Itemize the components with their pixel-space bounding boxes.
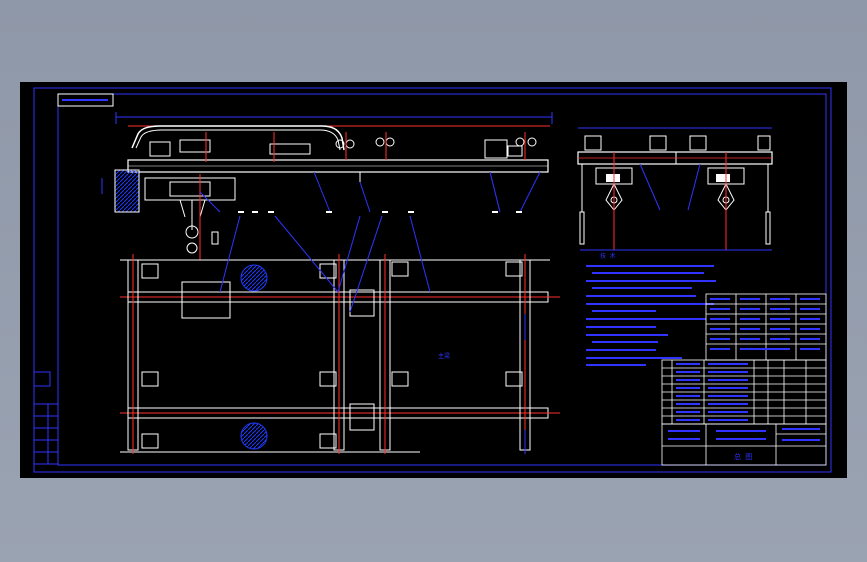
plan-lower-beam <box>120 407 560 453</box>
parts-list-table <box>661 359 827 425</box>
plan-upper-beam <box>120 259 560 319</box>
title-block-name: 总 图 <box>734 452 752 461</box>
plan-view: 主梁 <box>120 215 560 454</box>
outer-frame <box>33 87 832 473</box>
hoist-block <box>114 169 140 213</box>
left-margin-table <box>33 371 59 465</box>
title-block <box>661 423 827 466</box>
spec-table <box>705 293 827 361</box>
technical-notes: 技 术 <box>586 252 716 366</box>
hatched-drum-upper <box>240 264 268 292</box>
hook-circle <box>185 225 199 239</box>
hatched-drum-lower <box>240 422 268 450</box>
cad-drawing-viewport[interactable]: 主梁 技 术 <box>20 82 847 478</box>
corner-tag-box <box>57 93 114 107</box>
inner-frame <box>57 93 827 466</box>
side-view <box>577 127 773 251</box>
center-label: 主梁 <box>438 352 450 360</box>
elevation-view <box>101 112 553 260</box>
gearbox-rect <box>181 281 231 319</box>
crane-assembly-drawing: 主梁 技 术 <box>33 87 832 473</box>
notes-title: 技 术 <box>600 252 616 260</box>
